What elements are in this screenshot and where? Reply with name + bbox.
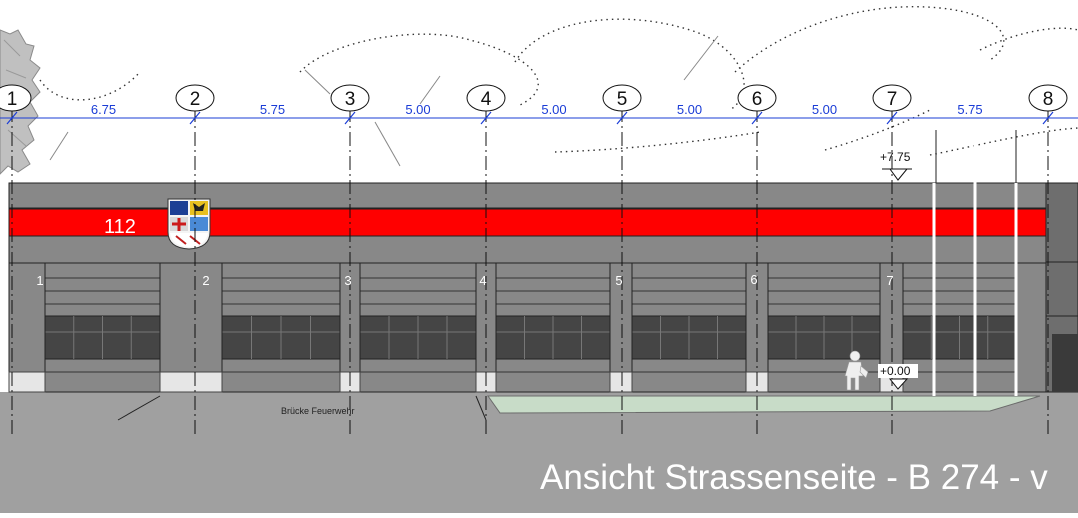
dimension-tick (189, 111, 201, 125)
level-top-label: +7.75 (880, 150, 911, 164)
axis-bubble-label: 8 (1043, 89, 1054, 110)
dimension-tick (886, 111, 898, 125)
dimension-label: 5.75 (260, 102, 285, 117)
level-marker-ground: +0.00 (878, 364, 918, 390)
dimension-label: 6.75 (91, 102, 116, 117)
axis-bubble: 3 (330, 84, 370, 112)
dimension-labels: 6.75 5.75 5.00 5.00 5.00 5.00 5.75 (91, 102, 983, 117)
tree-outlines (39, 6, 1078, 156)
bay (902, 263, 1017, 392)
coat-of-arms-icon (167, 198, 211, 250)
bay-numbers: 1 2 3 4 5 6 7 (36, 272, 893, 288)
bay-number: 6 (750, 272, 757, 287)
bridge-edge-left (117, 395, 161, 421)
grid-axis-lines (11, 108, 1049, 438)
bay (359, 263, 477, 392)
axis-bubble: 2 (175, 84, 215, 112)
grid-axis-bubbles: 1 2 3 4 5 6 7 8 (0, 84, 1068, 112)
level-ground-label: +0.00 (880, 364, 911, 378)
axis-bubble: 6 (737, 84, 777, 112)
axis-bubble: 1 (0, 84, 32, 112)
right-wing (1045, 182, 1078, 393)
axis-bubble: 8 (1028, 84, 1068, 112)
axis-bubble-label: 2 (190, 89, 201, 110)
dimension-label: 5.00 (541, 102, 566, 117)
bay (767, 263, 881, 392)
dimension-ticks (6, 111, 1054, 125)
vertical-white-lines (932, 130, 1018, 396)
bay (221, 263, 341, 392)
axis-bubble-label: 7 (887, 89, 898, 110)
dimension-tick (1042, 111, 1054, 125)
axis-bubble-label: 4 (481, 89, 492, 110)
bay (631, 263, 747, 392)
dimension-tick (480, 111, 492, 125)
dimension-tick (616, 111, 628, 125)
axis-bubble-label: 6 (752, 89, 763, 110)
dimension-tick (344, 111, 356, 125)
dimension-label: 5.00 (405, 102, 430, 117)
bay (44, 263, 161, 392)
bay-number: 7 (886, 273, 893, 288)
pilaster-plinth (609, 371, 633, 393)
left-grate-icon (0, 344, 8, 367)
axis-bubble-label: 1 (7, 89, 18, 110)
bay (495, 263, 611, 392)
bridge-edge-right (475, 395, 487, 421)
bridge-label: Brücke Feuerwehr (281, 406, 355, 416)
bay-number: 2 (202, 273, 209, 288)
person-figure-icon (844, 350, 869, 391)
bay-number: 3 (344, 273, 351, 288)
bay-number: 4 (479, 273, 486, 288)
axis-bubble: 7 (872, 84, 912, 112)
dimension-tick (751, 111, 763, 125)
axis-bubble: 5 (602, 84, 642, 112)
axis-bubble: 4 (466, 84, 506, 112)
dimension-label: 5.00 (677, 102, 702, 117)
dimension-tick (6, 111, 18, 125)
tree-sketch-lines (49, 35, 719, 167)
axis-bubble-label: 3 (345, 89, 356, 110)
dimension-label: 5.00 (812, 102, 837, 117)
dimension-label: 5.75 (957, 102, 982, 117)
bay-number: 5 (615, 273, 622, 288)
bay-number: 1 (36, 273, 43, 288)
pilaster-plinth (8, 371, 46, 393)
drawing-title: Ansicht Strassenseite - B 274 - v (540, 458, 1048, 497)
pilaster-plinth (159, 371, 223, 393)
axis-bubble-label: 5 (617, 89, 628, 110)
emergency-number: 112 (104, 216, 136, 238)
paved-forecourt (487, 395, 1041, 414)
level-marker-top: +7.75 (880, 150, 912, 181)
